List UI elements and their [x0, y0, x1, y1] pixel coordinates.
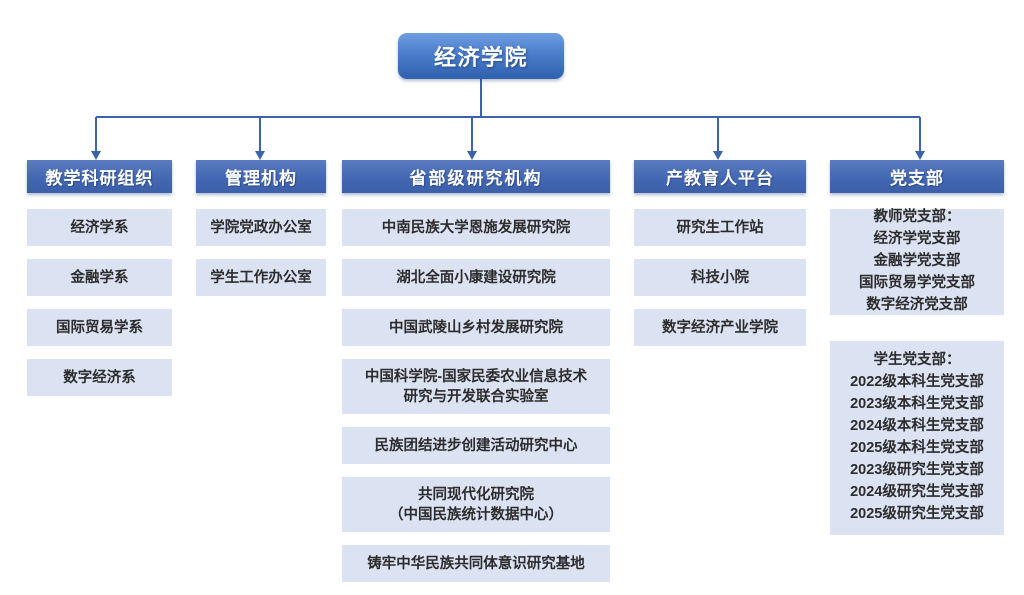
- node-label: 共同现代化研究院 （中国民族统计数据中心）: [389, 486, 563, 523]
- column-industry-education-platform: 产教育人平台 研究生工作站 科技小院 数字经济产业学院: [634, 160, 806, 359]
- column-header-label: 教学科研组织: [45, 169, 154, 188]
- column-provincial-ministerial-research: 省部级研究机构 中南民族大学恩施发展研究院 湖北全面小康建设研究院 中国武陵山乡…: [342, 160, 610, 595]
- node-label: 中国科学院-国家民委农业信息技术 研究与开发联合实验室: [364, 368, 588, 405]
- node-label: 学院党政办公室: [210, 219, 312, 236]
- node-label: 数字经济系: [63, 369, 136, 386]
- node-box[interactable]: 金融学系: [27, 259, 172, 296]
- column-header-label: 党支部: [890, 169, 944, 188]
- node-box[interactable]: 经济学系: [27, 209, 172, 246]
- root-node-economics-college[interactable]: 经济学院: [398, 33, 564, 79]
- node-label: 科技小院: [691, 269, 749, 286]
- column-header-industry-education-platform[interactable]: 产教育人平台: [634, 160, 806, 193]
- student-party-branch-list: 学生党支部： 2022级本科生党支部 2023级本科生党支部 2024级本科生党…: [850, 352, 984, 522]
- root-node-label: 经济学院: [433, 45, 528, 70]
- node-box[interactable]: 国际贸易学系: [27, 309, 172, 346]
- column-header-administration[interactable]: 管理机构: [196, 160, 326, 193]
- node-box[interactable]: 民族团结进步创建活动研究中心: [342, 427, 610, 464]
- org-chart-canvas: 经济学院 教学科研组织 经济学系 金融学系 国际贸易学系 数字经济系 管理机构 …: [27, 33, 1004, 582]
- column-header-label: 产教育人平台: [666, 169, 774, 188]
- node-label: 经济学系: [70, 219, 129, 236]
- node-label: 金融学系: [70, 269, 129, 286]
- column-header-label: 省部级研究机构: [409, 169, 543, 188]
- teacher-party-branch-list: 教师党支部： 经济学党支部 金融学党支部 国际贸易学党支部 数字经济党支部: [859, 209, 975, 313]
- column-administration: 管理机构 学院党政办公室 学生工作办公室: [196, 160, 326, 309]
- student-party-branch-group[interactable]: 学生党支部： 2022级本科生党支部 2023级本科生党支部 2024级本科生党…: [830, 341, 1004, 535]
- node-label: 湖北全面小康建设研究院: [396, 269, 556, 286]
- node-label: 研究生工作站: [676, 219, 764, 236]
- column-party-branches: 党支部 教师党支部： 经济学党支部 金融学党支部 国际贸易学党支部 数字经济党支…: [830, 160, 1004, 535]
- node-label: 国际贸易学系: [56, 319, 143, 336]
- node-label: 数字经济产业学院: [662, 319, 778, 336]
- node-box[interactable]: 铸牢中华民族共同体意识研究基地: [342, 545, 610, 582]
- node-box[interactable]: 中国武陵山乡村发展研究院: [342, 309, 610, 346]
- node-box[interactable]: 中南民族大学恩施发展研究院: [342, 209, 610, 246]
- column-teaching-research: 教学科研组织 经济学系 金融学系 国际贸易学系 数字经济系: [27, 160, 172, 409]
- node-box[interactable]: 数字经济系: [27, 359, 172, 396]
- node-label: 中南民族大学恩施发展研究院: [381, 219, 571, 236]
- node-box[interactable]: 学院党政办公室: [196, 209, 326, 246]
- column-header-provincial-ministerial-research[interactable]: 省部级研究机构: [342, 160, 610, 193]
- column-header-label: 管理机构: [225, 169, 297, 188]
- node-box[interactable]: 湖北全面小康建设研究院: [342, 259, 610, 296]
- node-label: 学生工作办公室: [210, 269, 312, 286]
- node-label: 铸牢中华民族共同体意识研究基地: [367, 555, 585, 572]
- node-box[interactable]: 学生工作办公室: [196, 259, 326, 296]
- node-label: 中国武陵山乡村发展研究院: [389, 319, 563, 336]
- column-header-party-branches[interactable]: 党支部: [830, 160, 1004, 193]
- teacher-party-branch-group[interactable]: 教师党支部： 经济学党支部 金融学党支部 国际贸易学党支部 数字经济党支部: [830, 209, 1004, 315]
- node-label: 民族团结进步创建活动研究中心: [374, 437, 578, 454]
- node-box[interactable]: 研究生工作站: [634, 209, 806, 246]
- node-box[interactable]: 中国科学院-国家民委农业信息技术 研究与开发联合实验室: [342, 359, 610, 414]
- node-box[interactable]: 数字经济产业学院: [634, 309, 806, 346]
- column-header-teaching-research[interactable]: 教学科研组织: [27, 160, 172, 193]
- node-box[interactable]: 共同现代化研究院 （中国民族统计数据中心）: [342, 477, 610, 532]
- node-box[interactable]: 科技小院: [634, 259, 806, 296]
